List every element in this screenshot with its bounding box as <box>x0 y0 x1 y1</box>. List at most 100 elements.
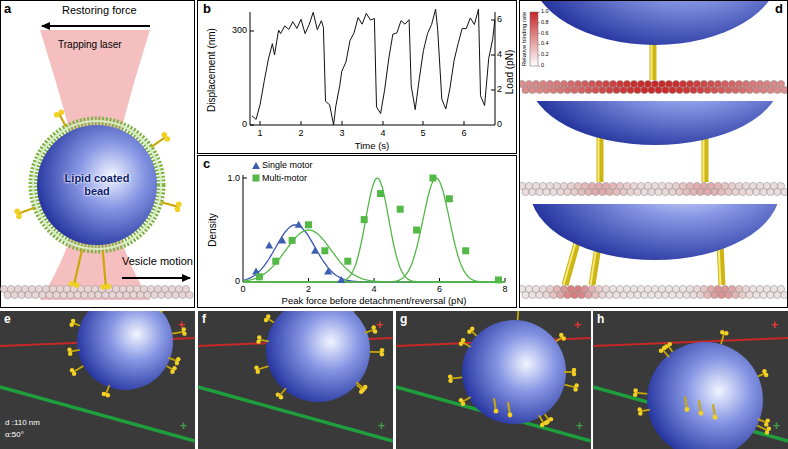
colorbar-tick <box>538 44 540 45</box>
path-shape <box>243 175 505 282</box>
data-square <box>495 276 502 283</box>
motor-head <box>164 302 168 306</box>
motor-head <box>69 323 73 327</box>
tick-label: 0 <box>242 120 247 129</box>
motor-head <box>175 361 179 365</box>
motor-stalk <box>517 308 520 320</box>
motor-head <box>713 415 718 420</box>
tick-label: 4 <box>371 285 376 294</box>
circle-shape <box>33 121 161 249</box>
motor-head <box>172 366 176 370</box>
colorbar-tick-label: 0 <box>541 63 544 69</box>
panel-letter: h <box>597 313 604 325</box>
parameter-label: d :110 nm <box>5 419 40 427</box>
motor-head <box>448 374 452 378</box>
motor-head <box>461 402 465 406</box>
rect-shape <box>1 1 195 308</box>
data-square <box>413 227 420 234</box>
rect-shape <box>530 12 538 66</box>
data-square <box>344 258 351 265</box>
motor-head <box>633 388 637 392</box>
motor-rod-highlight <box>651 39 653 80</box>
motor-stalk <box>74 249 82 284</box>
motor-head <box>14 208 20 214</box>
path-shape <box>250 20 495 125</box>
circle-shape <box>33 121 161 249</box>
motor-rod <box>702 134 709 182</box>
vesicle-sphere <box>462 320 566 424</box>
motor-stalk <box>73 366 83 372</box>
tick-label: 6 <box>437 285 442 294</box>
motor-rod <box>565 239 578 285</box>
motor-head <box>167 305 171 309</box>
motor-head <box>74 282 80 288</box>
tick-label: 2 <box>298 129 303 138</box>
motor-head <box>380 348 384 352</box>
legend-text: Multi-motor <box>262 174 307 183</box>
data-triangle <box>278 236 286 243</box>
tubulin <box>186 291 193 298</box>
motor-head <box>67 347 71 351</box>
motor-stalk <box>18 208 35 214</box>
motor-head <box>256 339 260 343</box>
motor-head <box>106 393 110 397</box>
motor-head <box>380 352 384 356</box>
data-square <box>446 195 453 202</box>
polarity-mark: + <box>378 420 385 432</box>
data-square <box>462 247 469 254</box>
panel-letter: d <box>775 2 783 15</box>
motor-rod-highlight <box>703 134 705 182</box>
motor-head <box>16 213 22 219</box>
motor-head <box>494 409 499 414</box>
colorbar-tick-label: 1.0 <box>541 9 549 15</box>
motor-stalk <box>471 330 477 336</box>
motor-head <box>162 132 168 138</box>
rect-shape <box>253 175 260 182</box>
tick-label: 0 <box>240 285 245 294</box>
panel-letter: e <box>4 313 11 325</box>
polarity-mark: + <box>771 319 778 331</box>
motor-stalk <box>257 366 268 370</box>
colorbar-tick-label: 0.4 <box>541 41 549 47</box>
tick-label: 300 <box>232 26 247 35</box>
motor-head <box>149 290 153 294</box>
motor-head <box>559 333 563 337</box>
colorbar-tick-label: 0.6 <box>541 31 549 37</box>
motor-stalk <box>462 397 471 402</box>
motor-rod-highlight <box>598 132 600 182</box>
motor-head <box>767 427 771 431</box>
motor-head <box>659 349 663 353</box>
motor-stalk <box>539 415 544 424</box>
motor-stalk <box>556 337 562 342</box>
motor-stalk <box>462 342 471 347</box>
tick-label: 0 <box>497 120 502 129</box>
motor-stalk <box>564 385 576 388</box>
g-shape <box>0 283 788 449</box>
motor-head <box>637 407 641 411</box>
motor-stalk <box>663 349 669 357</box>
colorbar-title: Relative binding rate <box>521 12 527 67</box>
data-triangle <box>311 247 319 254</box>
force-label: Restoring force <box>62 5 137 16</box>
line-shape <box>122 277 190 279</box>
polarity-mark: + <box>773 420 780 432</box>
polarity-mark: + <box>180 420 187 432</box>
tick-label: 6 <box>461 129 466 138</box>
colorbar-tick <box>538 22 540 23</box>
panel-letter: g <box>400 313 407 325</box>
motor-stalk <box>103 251 106 287</box>
motor-head <box>508 413 513 418</box>
motion-label: Vesicle motion <box>122 256 193 267</box>
motor-head <box>68 352 72 356</box>
laser-label: Trapping laser <box>58 40 122 50</box>
path-shape <box>243 178 505 282</box>
data-triangle <box>337 276 345 283</box>
legend-text: Single motor <box>262 161 313 170</box>
panel-letter: c <box>203 157 210 170</box>
motor-stalk <box>59 113 66 126</box>
simulation-frame <box>396 306 591 449</box>
motor-head <box>363 385 367 389</box>
colorbar-tick <box>538 66 540 67</box>
motor-head <box>699 411 704 416</box>
vesicle-sphere <box>647 342 763 449</box>
